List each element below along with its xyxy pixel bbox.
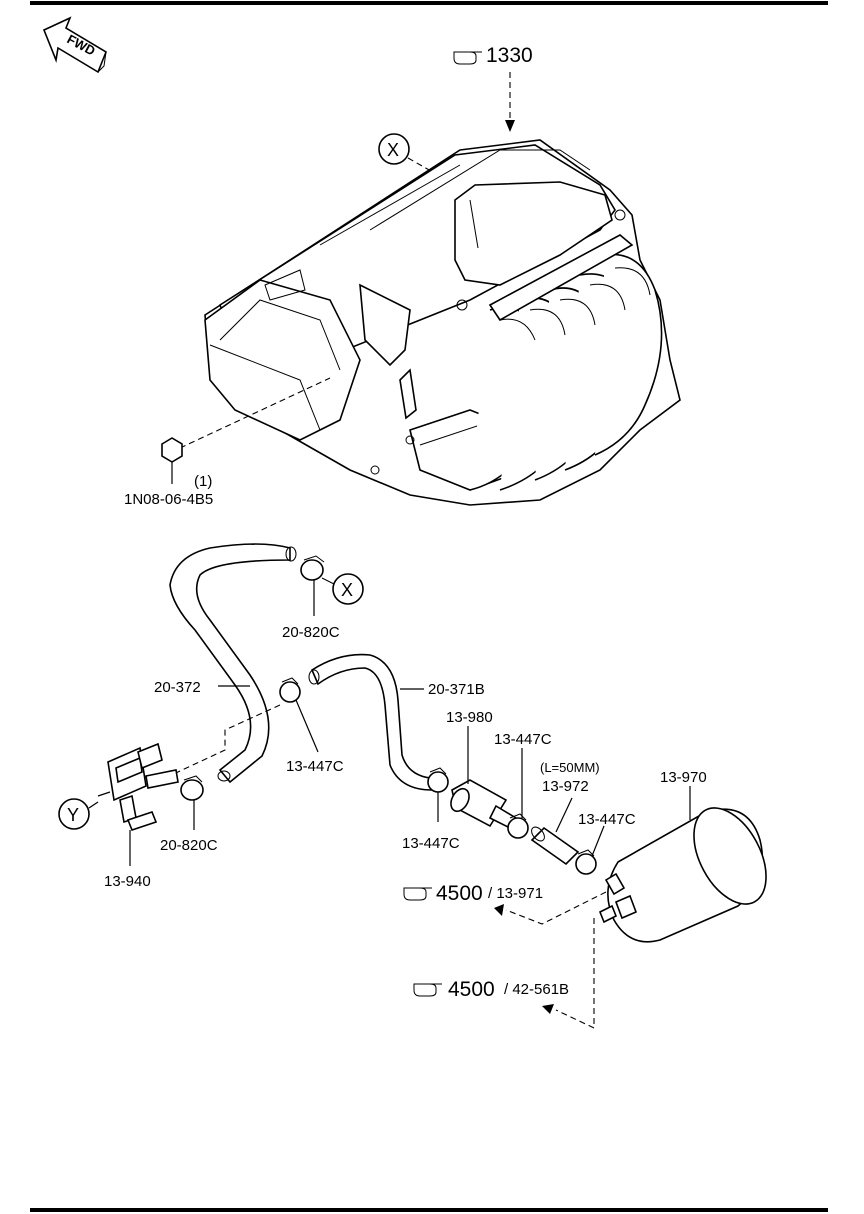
- clip-13-447c-c-label: 13-447C: [494, 731, 552, 748]
- ref-42-561b-label: / 42-561B: [504, 981, 569, 998]
- clip-20-820c-bottom: [180, 775, 204, 801]
- reference-hand-icon: [453, 51, 482, 65]
- bolt-part-label: 1N08-06-4B5: [124, 491, 213, 508]
- x-marker-lower-label: X: [341, 580, 353, 600]
- hose-13-972-label: 13-972: [542, 778, 589, 795]
- clip-13-447c-d-label: 13-447C: [578, 811, 636, 828]
- hose-20-371b-label: 20-371B: [428, 681, 485, 698]
- y-marker-lower-circle: [58, 798, 90, 830]
- leader-4500-a-arrow: [494, 904, 504, 916]
- clip-20-820c-top: [300, 555, 325, 581]
- clip-13-447c-a: [279, 677, 301, 703]
- solenoid-13-940-label: 13-940: [104, 873, 151, 890]
- bolt-qty-label: (1): [194, 473, 212, 490]
- clip-20-820c-bottom-label: 20-820C: [160, 837, 218, 854]
- leader-clip-d: [591, 825, 605, 857]
- fwd-arrow-icon: [42, 16, 107, 74]
- leader-4500-b-arrow: [542, 1004, 554, 1014]
- clip-13-447c-b: [427, 767, 449, 793]
- leader-x-lower: [321, 577, 335, 585]
- ref-13-971-label: / 13-971: [488, 885, 543, 902]
- x-marker-label: X: [387, 140, 399, 160]
- canister-13-970: [598, 807, 767, 943]
- hose-20-372-label: 20-372: [154, 679, 201, 696]
- leader-clip-a: [295, 699, 319, 753]
- leader-13-972: [555, 797, 573, 833]
- leader-4500-a: [505, 891, 607, 925]
- clip-13-447c-c: [507, 813, 529, 839]
- leader-hose-route: [149, 704, 281, 786]
- filter-13-980-label: 13-980: [446, 709, 493, 726]
- hose-13-972: [530, 826, 580, 866]
- leader-4500-b: [555, 918, 595, 1029]
- filter-13-980: [450, 779, 518, 830]
- hose-20-372: [169, 543, 297, 784]
- leader-1330-arrow: [505, 120, 515, 132]
- hose-13-972-length-label: (L=50MM): [540, 760, 600, 775]
- solenoid-valve-13-940: [97, 742, 179, 831]
- x-marker-lower-circle: [332, 573, 364, 605]
- clip-20-820c-top-label: 20-820C: [282, 624, 340, 641]
- clip-13-447c-d: [575, 849, 597, 875]
- ref-4500-a-label: 4500: [436, 882, 483, 905]
- intake-manifold-assembly: [204, 139, 681, 506]
- reference-hand-icon-4500-a: [403, 887, 432, 901]
- canister-13-970-label: 13-970: [660, 769, 707, 786]
- bolt-icon: [161, 437, 183, 484]
- clip-13-447c-b-label: 13-447C: [402, 835, 460, 852]
- x-marker-circle: [378, 133, 410, 165]
- reference-hand-icon-4500-b: [413, 983, 442, 997]
- leader-bolt: [179, 377, 331, 449]
- clip-13-447c-a-label: 13-447C: [286, 758, 344, 775]
- leader-y-lower: [88, 801, 99, 809]
- y-marker-lower-label: Y: [67, 805, 79, 825]
- ref-4500-b-label: 4500: [448, 978, 495, 1001]
- ref-1330-label: 1330: [486, 44, 533, 67]
